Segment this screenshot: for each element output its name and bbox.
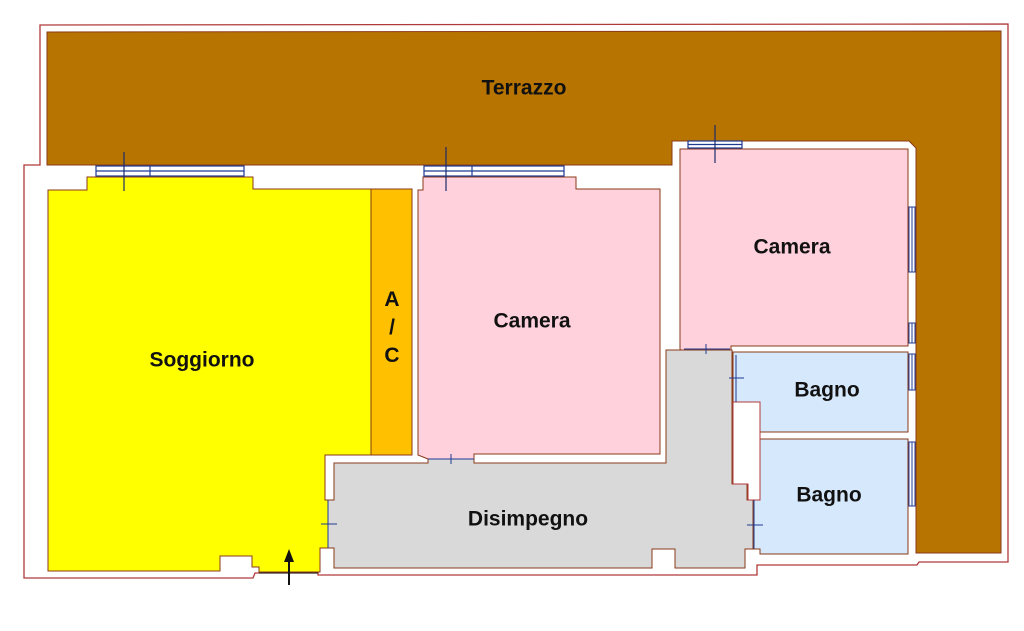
window-soggiorno (95, 152, 245, 191)
wall-column (732, 401, 761, 501)
room-disimpegno (327, 349, 754, 569)
label-ac: A / C (384, 286, 399, 370)
label-camera-2: Camera (753, 235, 831, 259)
entrance-arrow-icon (284, 549, 294, 585)
room-terrazzo (46, 30, 1002, 554)
outer-wall-outline (23, 23, 1009, 579)
label-terrazzo: Terrazzo (481, 76, 567, 100)
door-bagno-2 (747, 500, 763, 549)
door-camera-2 (684, 344, 730, 354)
label-disimpegno: Disimpegno (467, 507, 589, 531)
label-soggiorno: Soggiorno (149, 348, 255, 372)
label-camera-1: Camera (493, 309, 571, 333)
door-camera-1 (428, 454, 474, 464)
window-bagno-1 (908, 353, 916, 391)
label-ac-line3: C (384, 344, 400, 367)
room-soggiorno (47, 176, 373, 573)
room-camera-1 (417, 176, 661, 460)
label-ac-line1: A (384, 288, 400, 311)
label-bagno-1: Bagno (794, 378, 860, 402)
window-bagno-2 (908, 441, 916, 507)
window-camera-2 (687, 125, 743, 163)
label-ac-line2: / (389, 316, 395, 339)
door-bagno-1 (729, 355, 744, 402)
window-right-camera-2 (908, 206, 916, 344)
label-bagno-2: Bagno (796, 483, 862, 507)
room-ac-closet (370, 188, 413, 456)
door-soggiorno-hall (321, 500, 337, 548)
window-camera-1 (423, 147, 565, 191)
